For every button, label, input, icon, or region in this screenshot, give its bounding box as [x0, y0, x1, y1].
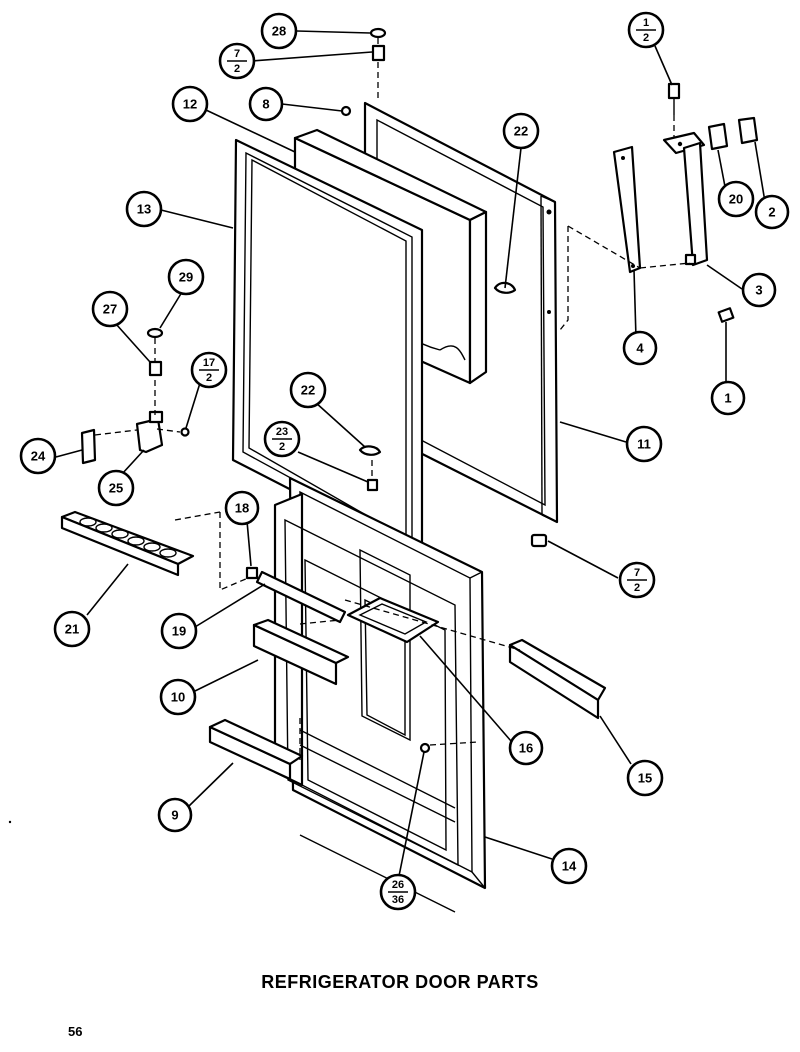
- svg-text:7: 7: [234, 48, 240, 60]
- callout-26-36: 26 36: [379, 873, 417, 911]
- top-hinge-part-3: [662, 131, 709, 267]
- svg-text:26: 26: [392, 879, 404, 891]
- svg-text:15: 15: [638, 771, 652, 786]
- callout-16: 16: [508, 730, 544, 766]
- svg-text:14: 14: [562, 859, 577, 874]
- svg-text:1: 1: [643, 17, 649, 29]
- hinge-pin-part-22b: [358, 445, 382, 456]
- assembly-dashed-lines: [94, 38, 691, 760]
- callout-22-top: 22: [502, 112, 540, 150]
- callout-7-2-bottom: 7 2: [618, 561, 656, 599]
- hinge-bracket-part-4: [612, 145, 642, 274]
- svg-text:2: 2: [768, 205, 775, 220]
- screw-part-26: [419, 742, 431, 754]
- callout-21: 21: [53, 610, 91, 648]
- svg-text:4: 4: [636, 341, 644, 356]
- callout-18: 18: [224, 490, 260, 526]
- callout-11: 11: [625, 425, 663, 463]
- svg-text:2: 2: [234, 63, 240, 75]
- callout-24: 24: [19, 437, 57, 475]
- svg-text:2: 2: [643, 32, 649, 44]
- svg-text:24: 24: [31, 449, 46, 464]
- callout-15: 15: [626, 759, 664, 797]
- svg-text:25: 25: [109, 481, 123, 496]
- svg-text:2: 2: [634, 582, 640, 594]
- svg-text:19: 19: [172, 624, 186, 639]
- svg-text:27: 27: [103, 302, 117, 317]
- svg-text:10: 10: [171, 690, 185, 705]
- dispenser-tray-part-16: [346, 596, 440, 644]
- svg-text:2: 2: [206, 372, 212, 384]
- hinge-shim-part-24: [80, 428, 97, 465]
- callout-20: 20: [717, 180, 755, 218]
- center-hinge-part-25: [135, 410, 164, 454]
- svg-text:16: 16: [519, 741, 533, 756]
- svg-text:17: 17: [203, 357, 215, 369]
- svg-text:12: 12: [183, 97, 197, 112]
- bushing-part-7-top: [371, 44, 386, 62]
- bushing-part-27: [148, 360, 163, 377]
- callout-3: 3: [741, 272, 777, 308]
- svg-text:8: 8: [262, 97, 269, 112]
- retainer-part-19: [255, 570, 347, 624]
- svg-text:22: 22: [301, 383, 315, 398]
- callout-9: 9: [157, 797, 193, 833]
- svg-text:29: 29: [179, 270, 193, 285]
- door-shelf-part-10: [252, 618, 350, 686]
- callout-13: 13: [125, 190, 163, 228]
- callout-17-2: 17 2: [190, 351, 228, 389]
- callout-2: 2: [754, 194, 790, 230]
- cap-part-28-top: [369, 27, 387, 39]
- svg-text:20: 20: [729, 192, 743, 207]
- diagram-title: REFRIGERATOR DOOR PARTS: [261, 972, 539, 992]
- svg-text:28: 28: [272, 24, 286, 39]
- svg-text:36: 36: [392, 894, 404, 906]
- washer-part-29: [146, 327, 164, 339]
- callout-14: 14: [550, 847, 588, 885]
- page-number: 56: [68, 1024, 83, 1039]
- callout-28-top: 28: [260, 12, 298, 50]
- svg-text:1: 1: [724, 391, 731, 406]
- svg-text:23: 23: [276, 426, 288, 438]
- callout-25: 25: [97, 469, 135, 507]
- callout-22-middle: 22: [289, 371, 327, 409]
- svg-text:2: 2: [279, 441, 285, 453]
- screw-part-17: [180, 427, 190, 437]
- svg-text:9: 9: [171, 808, 178, 823]
- screw-top-hinge: [667, 82, 681, 115]
- callout-1: 1: [710, 380, 746, 416]
- callout-7-2-top: 7 2: [218, 42, 256, 80]
- screw-part-23: [366, 478, 379, 492]
- callout-8: 8: [248, 86, 284, 122]
- svg-text:11: 11: [637, 437, 651, 452]
- callout-12: 12: [171, 85, 209, 123]
- callout-10: 10: [159, 678, 197, 716]
- svg-text:13: 13: [137, 202, 151, 217]
- svg-text:22: 22: [514, 124, 528, 139]
- callout-27: 27: [91, 290, 129, 328]
- svg-text:7: 7: [634, 567, 640, 579]
- svg-text:21: 21: [65, 622, 79, 637]
- callout-4: 4: [622, 330, 658, 366]
- bushing-part-7-bottom: [530, 533, 548, 548]
- door-shelf-part-9: [208, 718, 304, 781]
- egg-tray-part-21: [60, 510, 195, 577]
- shim-part-20: [707, 122, 729, 151]
- shim-part-2: [737, 116, 759, 145]
- callout-19: 19: [160, 612, 198, 650]
- dairy-door-part-18: [245, 566, 259, 580]
- callout-29: 29: [167, 258, 205, 296]
- svg-text:18: 18: [235, 501, 249, 516]
- trim-strip-part-15: [508, 638, 607, 720]
- callout-23-2: 23 2: [263, 420, 301, 458]
- screw-part-1: [717, 307, 735, 323]
- callout-1-2: 1 2: [627, 11, 665, 49]
- screw-part-8: [340, 105, 352, 117]
- svg-text:3: 3: [755, 283, 762, 298]
